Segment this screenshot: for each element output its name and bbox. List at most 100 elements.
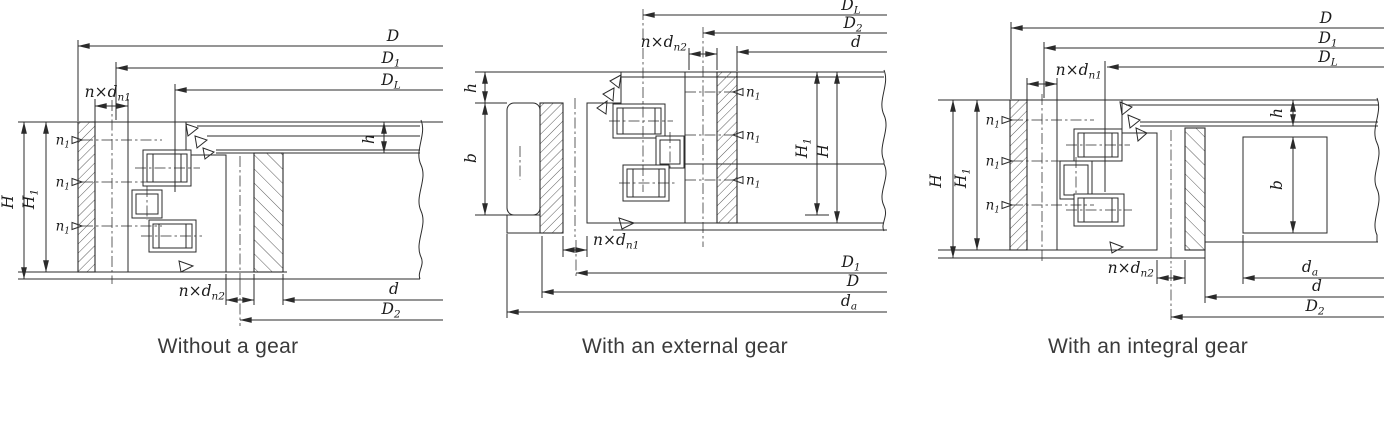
seal-lips (596, 74, 636, 230)
outer-ring-section (539, 102, 564, 234)
leader-arrow (731, 130, 744, 140)
dim-label-D: D (1319, 9, 1333, 27)
seal-lip (194, 135, 209, 149)
dim-label-da: da (841, 292, 857, 313)
dim-label-H: H (927, 174, 945, 189)
dim-label-b: b (463, 153, 480, 163)
section-geometry (18, 100, 443, 284)
leader-arrow (1001, 156, 1014, 166)
external-gear-profile (506, 102, 541, 216)
dim-label-H: H (814, 144, 832, 159)
leader-arrow (71, 135, 84, 145)
leader-arrow (1001, 115, 1014, 125)
roller-set (131, 149, 202, 253)
bolt-hole-leaders (1001, 115, 1094, 210)
inner-ring-section (1056, 99, 1158, 251)
dim-label-n1: n1 (746, 85, 760, 103)
seal-lip (1119, 101, 1133, 116)
dim-label-da: da (1302, 258, 1318, 279)
dim-label-h: h (1268, 108, 1286, 118)
dim-label-b: b (1268, 180, 1286, 190)
dim-label-D: D (846, 272, 860, 290)
dim-label-H: H (0, 195, 17, 210)
dim-label-n1: n1 (56, 219, 70, 237)
dim-label-DL: DL (380, 71, 400, 92)
dim-label-h: h (463, 83, 480, 93)
seal-lip (596, 99, 608, 115)
bolt-hole-leaders (685, 87, 744, 185)
leader-arrow (1001, 200, 1014, 210)
wavy-break-line (418, 119, 424, 280)
outer-ring-section (77, 121, 96, 273)
diagram-without-gear: D D1 DL n×dn1 h H H1 n1 n1 n1 n×dn2 d D2… (0, 27, 443, 358)
dim-label-ndn1: n×dn1 (1056, 61, 1102, 82)
support-column-section (716, 71, 738, 224)
diagram-external-gear: DL D2 d n×dn2 h b H1 H n1 n1 n1 n×dn1 D1… (463, 0, 887, 358)
caption-without-gear: Without a gear (158, 335, 299, 358)
seal-lip-bottom (618, 217, 636, 230)
dim-label-ndn2: n×dn2 (1108, 259, 1155, 280)
dim-label-n1: n1 (986, 113, 1000, 131)
dim-label-H1: H1 (793, 138, 814, 159)
dim-label-n1: n1 (986, 154, 1000, 172)
dim-label-h: h (360, 134, 378, 144)
dim-label-ndn2: n×dn2 (179, 282, 226, 303)
dim-label-D2: D2 (1304, 297, 1324, 318)
dim-label-d: d (389, 280, 399, 298)
leader-arrow (71, 221, 84, 231)
leader-arrow (731, 87, 744, 97)
diagram-integral-gear: D D1 DL n×dn1 H H1 h b n1 n1 n1 n×dn2 da… (927, 9, 1384, 358)
support-column-section (253, 152, 284, 273)
seal-lip (1135, 127, 1148, 142)
seal-lip (1127, 114, 1141, 129)
seal-lip-bottom (1109, 241, 1125, 254)
dimension-lines (475, 9, 887, 318)
dim-label-d: d (851, 33, 861, 51)
seal-lip (185, 123, 200, 137)
integral-gear-teeth (1242, 136, 1328, 234)
dim-label-DL: DL (840, 0, 860, 17)
dim-label-n1: n1 (746, 128, 760, 146)
dim-label-D: D (386, 27, 400, 45)
dimension-lines (21, 40, 443, 326)
seal-lips (178, 123, 216, 273)
outer-ring-section (1009, 99, 1028, 251)
dimension-lines (950, 22, 1384, 323)
dim-label-n1: n1 (56, 133, 70, 151)
seal-lips (1109, 101, 1148, 254)
leader-arrow (731, 175, 744, 185)
inner-ring-section (127, 121, 227, 273)
seal-lip (602, 87, 615, 102)
dim-label-ndn2: n×dn2 (641, 33, 688, 54)
roller-set (609, 103, 685, 202)
section-geometry (475, 66, 887, 247)
dim-label-n1: n1 (746, 173, 760, 191)
dim-label-d: d (1312, 277, 1322, 295)
dim-label-D1: D1 (840, 253, 860, 274)
dim-label-D1: D1 (380, 49, 400, 70)
wavy-break-line (881, 69, 887, 232)
dim-label-n1: n1 (986, 198, 1000, 216)
dim-label-ndn1: n×dn1 (85, 83, 131, 104)
gear-flange (506, 214, 541, 234)
seal-lip (609, 74, 622, 89)
section-geometry (938, 94, 1380, 268)
dim-label-D2: D2 (380, 300, 400, 321)
dim-label-DL: DL (1317, 48, 1337, 69)
dim-label-H1: H1 (952, 168, 973, 189)
seal-lip-bottom (178, 260, 195, 273)
dim-label-H1: H1 (20, 189, 41, 210)
roller-set (1059, 128, 1132, 227)
dim-label-ndn1: n×dn1 (593, 231, 639, 252)
seal-lip (202, 147, 216, 160)
dim-label-D2: D2 (842, 14, 862, 35)
dim-label-D1: D1 (1317, 29, 1337, 50)
dim-label-n1: n1 (56, 175, 70, 193)
caption-integral-gear: With an integral gear (1048, 335, 1248, 358)
bolt-hole-leaders (71, 135, 162, 231)
caption-external-gear: With an external gear (582, 335, 788, 358)
leader-arrow (71, 177, 84, 187)
inner-ring-section (586, 71, 686, 224)
wavy-break-line (1374, 97, 1380, 242)
